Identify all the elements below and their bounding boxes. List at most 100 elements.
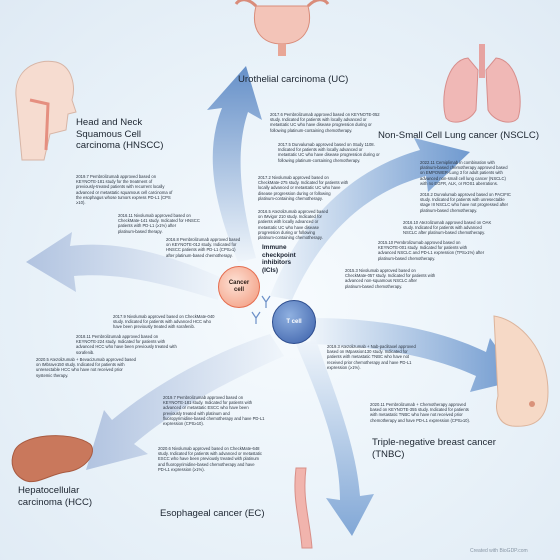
title-hnscc: Head and Neck Squamous Cell carcinoma (H… [76, 117, 163, 152]
t-cell: T cell [272, 300, 316, 344]
note-line: 2020.6 Nivolumab approved based on Check… [158, 446, 260, 451]
note-line: following platinum-containing chemothera… [278, 157, 361, 163]
title-ec: Esophageal cancer (EC) [160, 508, 265, 519]
arrow-to-ec [296, 340, 374, 536]
note-line: metastatic UC who have disease [258, 224, 319, 230]
note-line: fluoropyrimidine-based chemotherapy and … [163, 415, 265, 421]
note-line: advanced or metastatic squamous cell car… [76, 189, 173, 195]
note-line: KEYNOTE-001 study. Indicated for patient… [378, 245, 468, 251]
title-tnbc: Triple-negative breast cancer (TNBC) [372, 437, 496, 460]
note-line: study. Indicated for patients with unres… [420, 197, 505, 203]
note-line: CheckMate-057 study. Indicated for patie… [345, 273, 436, 279]
ici-label-line-4: (ICIs) [262, 266, 278, 274]
note-line: have been previously treated with sorafe… [113, 324, 195, 330]
note-line: metastatic UC who have disease progressi… [270, 122, 372, 128]
note-nsclc-durvalumab: 2018.2 Durvalumab approved based on PACI… [420, 192, 511, 213]
t-cell-label: T cell [286, 319, 302, 325]
note-line: Indicated for patients with locally adva… [278, 147, 363, 153]
note-line: systemic therapy. [36, 372, 69, 378]
note-line: metastatic UC who have disease progressi… [278, 152, 380, 158]
note-line: expression (CPS≥10). [163, 421, 204, 427]
note-line: study. Indicated for patients with advan… [403, 225, 482, 231]
note-line: 2016.10 Atezolizumab approved based on O… [403, 220, 492, 225]
note-line: based on IMpassion130 study. Indicated f… [327, 349, 408, 355]
note-line: on KEYNOTE-012 study. Indicated for [166, 242, 237, 248]
credit: Created with BioGDP.com [470, 548, 528, 554]
arrow-to-nsclc [270, 138, 470, 300]
note-line: platinum-based chemotherapy approved bas… [420, 165, 508, 171]
note-line: after platinum-based chemotherapy. [166, 252, 233, 258]
title-hcc-line-2: carcinoma (HCC) [18, 496, 93, 508]
note-hcc-atezolizumab-bevacizumab: 2020.5 Atezolizumab + Bevacizumab approv… [36, 357, 136, 378]
note-line: CheckMate-141 study. Indicated for HNSCC [118, 218, 200, 224]
arrow-to-tnbc [310, 318, 520, 392]
arrow-to-hcc [86, 334, 284, 470]
note-line: following platinum-containing chemothera… [270, 127, 353, 133]
note-line: 2015.10 Pembrolizumab approved based on [378, 240, 461, 245]
note-line: ≥10). [76, 200, 86, 206]
title-hnscc-line-3: carcinoma (HNSCC) [76, 140, 164, 151]
note-line: 2020.11 Pembrolizumab + Chemotherapy app… [370, 402, 466, 407]
liver-icon [11, 435, 93, 483]
note-line: with metastatic TNBC who have not receiv… [370, 412, 463, 418]
note-line: on EMPOWER-Lung 3 for adult patients wit… [420, 170, 503, 176]
ici-label: Immune checkpoint inhibitors (ICIs) [262, 244, 296, 274]
note-line: based on KEYNOTE-355 study. Indicated fo… [370, 407, 469, 413]
note-line: previously treated with platinum and [163, 410, 230, 416]
note-line: 2016.8 Pembrolizumab approved based [166, 237, 241, 242]
note-nsclc-atezolizumab: 2016.10 Atezolizumab approved based on O… [403, 220, 491, 236]
note-line: 2018.2 Durvalumab approved based on PACI… [420, 192, 511, 197]
note-line: CheckMate-275 study. Indicated for patie… [258, 180, 349, 186]
arrow-to-hnscc [26, 232, 222, 300]
cancer-cell-label-2: cell [233, 287, 244, 293]
note-line: HNSCC patients with PD-L1 (CPS≥1) [166, 247, 236, 253]
note-line: platinum-containing chemotherapy. [258, 235, 323, 241]
ici-label-line-3: inhibitors [262, 259, 292, 267]
note-line: study. Indicated for patients with advan… [158, 451, 262, 457]
note-line: 2020.5 Atezolizumab + Bevacizumab approv… [36, 357, 136, 362]
note-line: unresectable HCC who have not received p… [36, 367, 123, 373]
note-line: advanced HCC who have been previously tr… [76, 344, 177, 350]
note-line: disease progression during or following [258, 190, 331, 196]
note-line: sorafenib. [76, 349, 95, 355]
ici-label-line-1: Immune [262, 244, 287, 251]
note-ec-nivolumab: 2020.6 Nivolumab approved based on Check… [158, 446, 262, 472]
note-line: patients with locally advanced or [258, 219, 319, 225]
note-line: locally advanced or metastatic UC who ha… [258, 185, 341, 191]
note-line: platinum-based chemotherapy. [420, 207, 478, 213]
note-line: 2019.7 Pembrolizumab approved based on [163, 395, 244, 400]
title-tnbc-line-2: (TNBC) [372, 448, 405, 460]
ici-label-line-2: checkpoint [262, 251, 296, 259]
note-line: progression during or following [258, 229, 316, 235]
title-hcc-line-1: Hepatocellular [18, 485, 80, 496]
note-uc-durvalumab: 2017.5 Durvalumab approved based on Stud… [278, 142, 380, 163]
note-line: 2022.11 Cemiplimab in combination with [420, 160, 495, 165]
note-line: expression (≥1%). [327, 364, 361, 370]
note-line: stage III NSCLC who have not progressed … [420, 202, 508, 208]
note-line: platinum-based chemotherapy. [345, 283, 403, 289]
note-line: patients with metastatic TNBC who have n… [327, 354, 410, 360]
note-line: platinum-based chemotherapy. [378, 255, 436, 261]
note-line: received prior chemotherapy and have PD-… [327, 359, 412, 365]
note-line: 2017.5 Durvalumab approved based on Stud… [278, 142, 375, 147]
note-line: NSCLC after platinum-based chemotherapy. [403, 230, 486, 236]
title-uc: Urothelial carcinoma (UC) [238, 74, 349, 85]
note-tnbc-atezolizumab: 2019.3 Atezolizumab + Nab-paclitaxel app… [327, 344, 416, 370]
lungs-icon [443, 44, 521, 123]
title-nsclc: Non-Small Cell Lung cancer (NSCLC) [378, 130, 540, 141]
note-line: ESCC who have been previously treated wi… [158, 456, 260, 462]
note-line: the esophagus whose tumors express PD-L1… [76, 194, 171, 200]
note-line: 2017.9 Nivolumab approved based on Check… [113, 314, 215, 319]
note-line: 2017.6 Pembrolizumab approved based on K… [270, 112, 380, 117]
